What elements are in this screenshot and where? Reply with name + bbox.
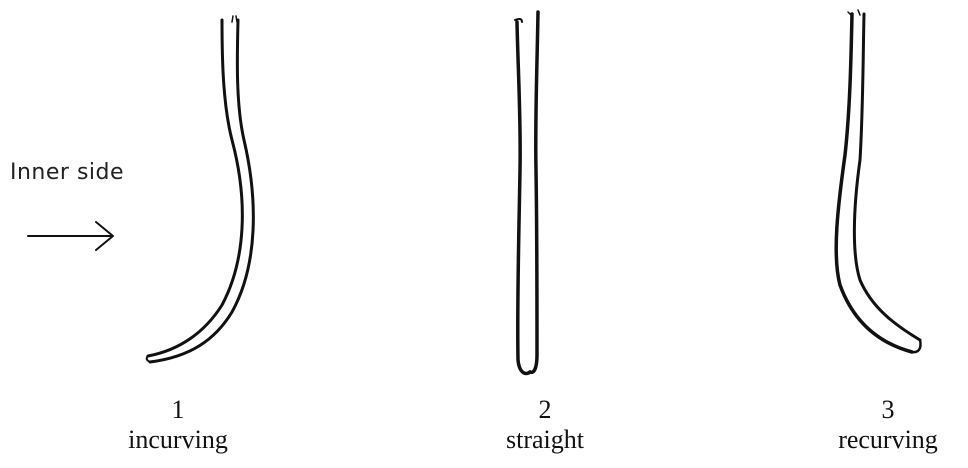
- shape-number: 3: [881, 395, 895, 424]
- inner-side-label: Inner side: [10, 160, 125, 185]
- shape-name: incurving: [128, 425, 228, 454]
- caption-3: 3 recurving: [788, 395, 968, 455]
- caption-1: 1 incurving: [78, 395, 278, 455]
- incurving-shape: [145, 15, 255, 364]
- right-arrow-icon: [27, 221, 114, 251]
- straight-shape: [514, 10, 540, 376]
- shape-number: 1: [171, 395, 185, 424]
- shape-name: recurving: [838, 425, 938, 454]
- shape-name: straight: [506, 425, 584, 454]
- caption-2: 2 straight: [445, 395, 645, 455]
- shape-number: 2: [538, 395, 552, 424]
- recurving-shape: [834, 9, 922, 354]
